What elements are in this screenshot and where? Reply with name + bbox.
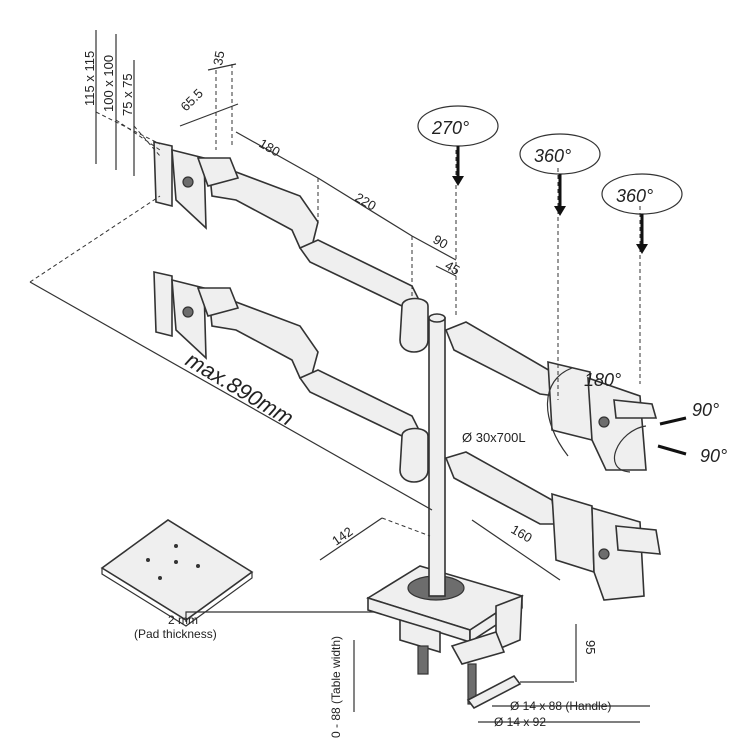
monitor-bracket-bottom-left: [153, 270, 240, 360]
rotation-90-b-label: 90°: [700, 446, 727, 466]
dim-35-label: 35: [210, 50, 227, 67]
rotation-270-label: 270°: [431, 118, 469, 138]
rotation-indicators: [417, 105, 687, 473]
dim-220-label: 220: [353, 190, 379, 214]
pole-label: Ø 30x700L: [462, 430, 526, 445]
rod-label: Ø 14 x 92: [494, 715, 546, 729]
rotation-90-a-label: 90°: [692, 400, 719, 420]
dim-142-label: 142: [329, 524, 355, 549]
desk-clamp: [366, 565, 524, 710]
pole: [428, 313, 446, 597]
lower-arm: [209, 301, 661, 601]
dim-45-label: 45: [443, 258, 463, 278]
pad-thickness-value: 2 mm: [168, 613, 198, 627]
vesa-115-label: 115 x 115: [82, 51, 97, 106]
dim-65-5-label: 65.5: [178, 86, 207, 115]
dim-90-label: 90: [431, 232, 451, 252]
rotation-360-b-label: 360°: [616, 186, 653, 206]
upper-arm: [209, 171, 658, 471]
pad-thickness-label: (Pad thickness): [134, 627, 217, 641]
table-width-label: 0 - 88 (Table width): [329, 636, 343, 738]
rotation-360-a-label: 360°: [534, 146, 571, 166]
vesa-75-label: 75 x 75: [120, 73, 135, 116]
vesa-100-label: 100 x 100: [101, 55, 116, 112]
max-reach-label: max.890mm: [181, 347, 298, 431]
dim-95-label: 95: [583, 640, 598, 654]
handle-label: Ø 14 x 88 (Handle): [510, 699, 611, 713]
monitor-bracket-top-left: [153, 140, 240, 230]
rotation-180-label: 180°: [584, 370, 621, 390]
dim-160-label: 160: [509, 522, 535, 546]
base-pad: [100, 519, 254, 627]
